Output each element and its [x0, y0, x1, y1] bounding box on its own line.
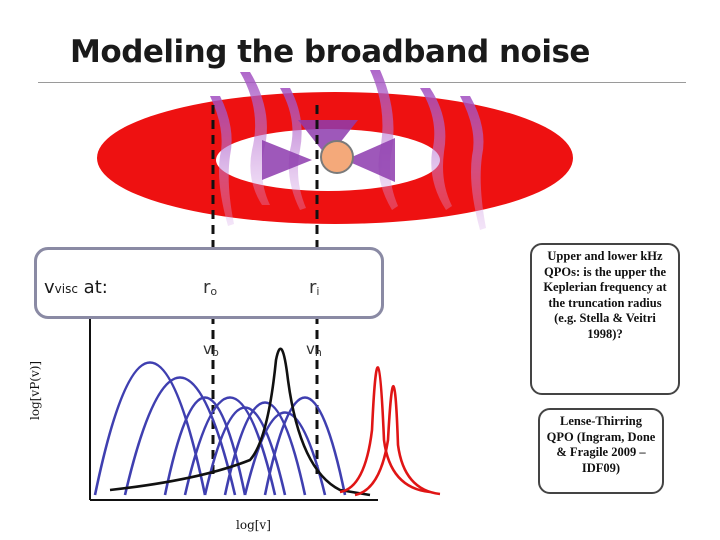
title-rule [38, 82, 686, 83]
v-break-main: v [203, 340, 212, 358]
axis-x-label: log[v] [236, 518, 271, 532]
blue-humps [93, 361, 347, 496]
label-v-hump: vh [306, 340, 322, 359]
black-sum-curve [109, 347, 371, 497]
visc-label-sub: visc [54, 282, 78, 296]
visc-box [34, 247, 384, 319]
hot-flow-jets [210, 70, 486, 230]
central-star [320, 140, 354, 174]
label-v-break: vb [203, 340, 219, 359]
v-hump-sub: h [314, 346, 322, 359]
r-inner-sub: i [316, 285, 320, 298]
flow-bowtie [262, 120, 395, 182]
slide-title: Modeling the broadband noise [70, 34, 590, 70]
note-lense-thirring: Lense-Thirring QPO (Ingram, Done & Fragi… [538, 408, 664, 494]
visc-label: vvisc at: [44, 277, 108, 298]
axis-y-label: log[vP(v)] [28, 360, 42, 420]
visc-label-main: v [44, 277, 55, 298]
label-r-inner: ri [309, 277, 319, 298]
note-khz-qpo: Upper and lower kHz QPOs: is the upper t… [530, 243, 680, 395]
r-inner-main: r [309, 277, 317, 298]
r-outer-sub: o [210, 285, 218, 298]
v-break-sub: b [211, 346, 219, 359]
v-hump-main: v [306, 340, 315, 358]
visc-label-suffix: at: [77, 277, 108, 298]
red-qpo-peaks [339, 366, 441, 497]
label-r-outer: ro [203, 277, 217, 298]
r-outer-main: r [203, 277, 211, 298]
